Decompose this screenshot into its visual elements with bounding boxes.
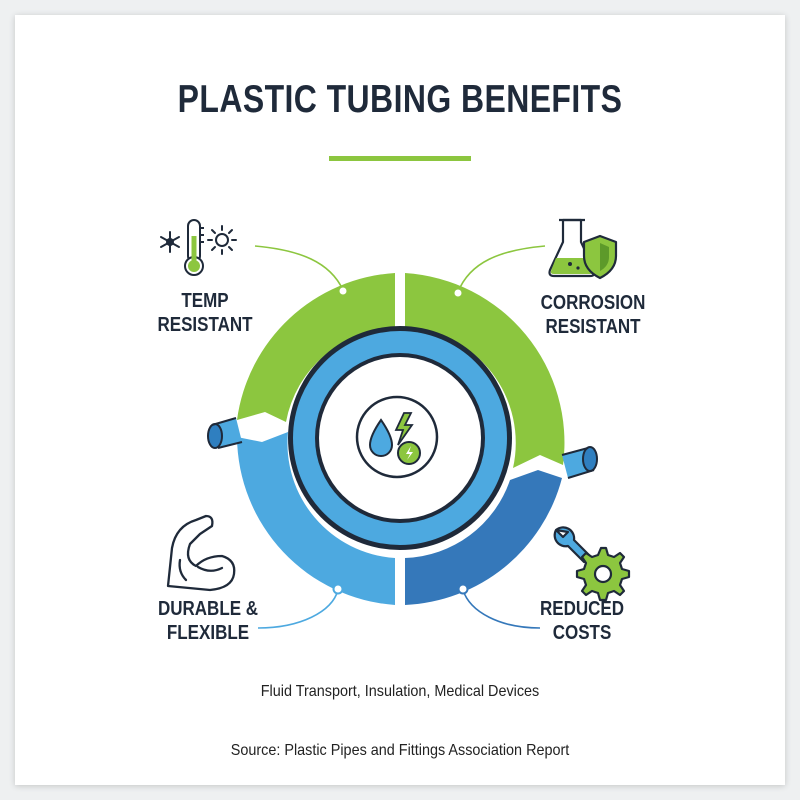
ring-segment-temp (237, 273, 395, 422)
connector-corrosion (457, 245, 546, 293)
wrench-gear-icon (553, 526, 631, 602)
connector-temp (254, 245, 344, 291)
benefit-label-corrosion-resistant: CORROSION RESISTANT (529, 291, 657, 339)
tube-end-left (207, 417, 243, 449)
page-title: PLASTIC TUBING BENEFITS (177, 78, 623, 121)
benefit-costs-line1: REDUCED (539, 598, 625, 620)
thermometer-snow-sun-icon (160, 219, 237, 276)
title-underline (329, 156, 471, 161)
gear-icon (575, 546, 631, 602)
connector-costs (462, 589, 541, 629)
benefit-temp-line1: TEMP (181, 290, 229, 312)
benefit-label-reduced-costs: REDUCED COSTS (523, 597, 642, 645)
water-drop-energy-icon (355, 395, 439, 479)
connector-durable (257, 589, 339, 629)
benefit-durable-line2: FLEXIBLE (166, 622, 250, 644)
sun-icon (207, 225, 237, 255)
applications-text: Fluid Transport, Insulation, Medical Dev… (260, 683, 540, 700)
flask-icon (548, 218, 596, 278)
ring-segment-corrosion (405, 273, 565, 468)
benefit-costs-line2: COSTS (552, 622, 612, 644)
thermometer-icon (184, 219, 204, 276)
snowflake-icon (160, 231, 180, 253)
shield-icon (582, 234, 618, 280)
ring-segment-costs (405, 470, 562, 605)
benefit-durable-line1: DURABLE & (157, 598, 259, 620)
benefit-corrosion-line2: RESISTANT (545, 316, 641, 338)
flask-shield-icon (548, 218, 618, 280)
source-citation: Source: Plastic Pipes and Fittings Assoc… (230, 742, 570, 759)
tube-end-right (561, 446, 598, 479)
benefit-label-durable-flexible: DURABLE & FLEXIBLE (149, 597, 268, 645)
wrench-icon (553, 526, 592, 564)
connectors (254, 245, 546, 629)
flexed-arm-icon (166, 514, 236, 592)
ring-segment-durable (237, 432, 395, 605)
benefit-corrosion-line1: CORROSION (540, 292, 646, 314)
benefit-temp-line2: RESISTANT (157, 314, 253, 336)
benefit-label-temp-resistant: TEMP RESISTANT (146, 289, 265, 337)
outer-ring (237, 273, 565, 605)
